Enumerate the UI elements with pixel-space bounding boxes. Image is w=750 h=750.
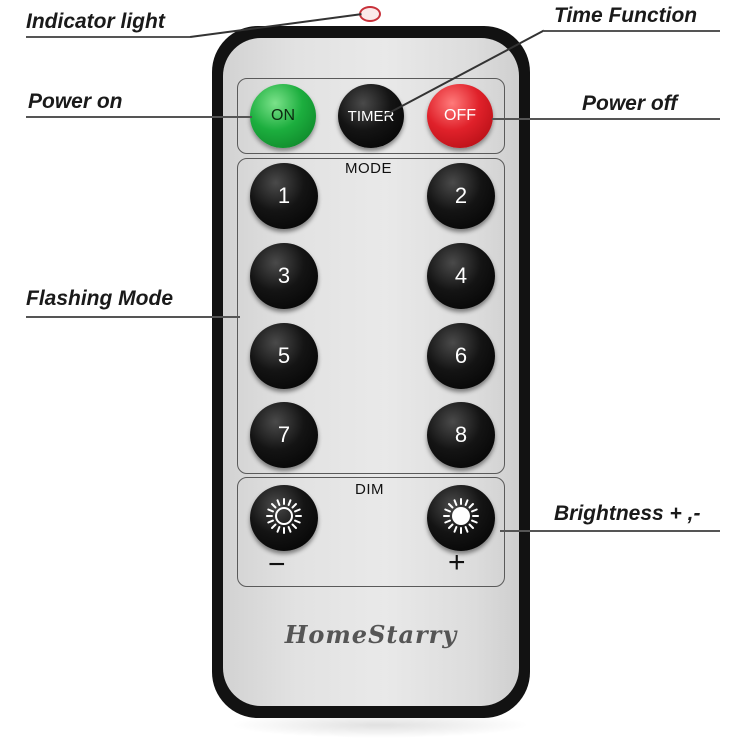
dim-label: DIM <box>355 481 384 498</box>
indicator-light <box>359 6 381 22</box>
callout-power-on-rule <box>26 116 252 118</box>
callout-time-function: Time Function <box>554 4 698 27</box>
mode-button-4[interactable]: 4 <box>427 243 495 309</box>
dim-plus-sign: + <box>448 546 466 579</box>
power-on-button[interactable]: ON <box>250 84 316 148</box>
callout-brightness-rule <box>500 530 720 532</box>
dim-down-button[interactable] <box>250 485 318 551</box>
timer-label: TIMER <box>347 107 395 125</box>
mode-button-label: 5 <box>277 343 291 368</box>
callout-power-off-rule <box>492 118 720 120</box>
callout-flashing-mode: Flashing Mode <box>26 287 173 310</box>
sun-outline-icon <box>264 496 304 541</box>
callout-power-on: Power on <box>28 90 123 113</box>
callout-time-rule <box>544 30 720 32</box>
mode-button-2[interactable]: 2 <box>427 163 495 229</box>
dim-minus-sign: − <box>268 548 286 581</box>
power-off-label: OFF <box>444 107 476 124</box>
mode-label: MODE <box>345 160 392 177</box>
callout-power-off: Power off <box>582 92 678 115</box>
mode-button-5[interactable]: 5 <box>250 323 318 389</box>
power-off-button[interactable]: OFF <box>427 84 493 148</box>
mode-button-label: 7 <box>277 422 291 447</box>
mode-button-label: 6 <box>454 343 468 368</box>
mode-button-1[interactable]: 1 <box>250 163 318 229</box>
mode-button-6[interactable]: 6 <box>427 323 495 389</box>
sun-filled-icon <box>441 496 481 541</box>
mode-button-7[interactable]: 7 <box>250 402 318 468</box>
mode-button-3[interactable]: 3 <box>250 243 318 309</box>
timer-button[interactable]: TIMER <box>338 84 404 148</box>
mode-button-label: 8 <box>454 422 468 447</box>
callout-flashing-mode-rule <box>26 316 240 318</box>
callout-indicator-rule <box>26 36 190 38</box>
mode-button-8[interactable]: 8 <box>427 402 495 468</box>
mode-button-label: 3 <box>277 263 291 288</box>
callout-brightness: Brightness + ,- <box>554 502 701 525</box>
power-on-label: ON <box>271 107 295 124</box>
dim-up-button[interactable] <box>427 485 495 551</box>
mode-button-label: 1 <box>277 183 291 208</box>
mode-button-label: 2 <box>454 183 468 208</box>
callout-indicator-light: Indicator light <box>26 10 165 33</box>
dim-panel <box>237 477 505 587</box>
brand-logo: HomeStarry <box>284 620 458 649</box>
mode-button-label: 4 <box>454 263 468 288</box>
